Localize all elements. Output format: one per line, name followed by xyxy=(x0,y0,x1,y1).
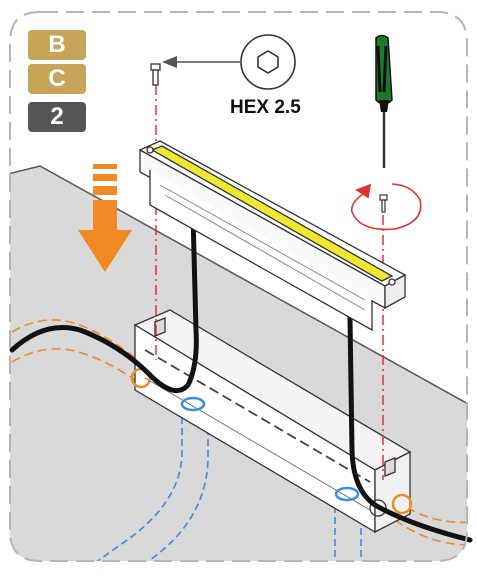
hex-tool-label: HEX 2.5 xyxy=(230,97,301,118)
screw-icon-right xyxy=(379,194,388,213)
screw-icon xyxy=(150,63,161,86)
recessed-housing xyxy=(133,309,412,534)
step-number-badge: 2 xyxy=(28,102,86,132)
power-cable xyxy=(9,212,199,394)
frame-border xyxy=(9,11,468,562)
clockwise-rotation-icon xyxy=(350,183,422,231)
pipe-port-right xyxy=(334,486,360,502)
hex-socket-icon xyxy=(240,34,296,90)
screwdriver-icon xyxy=(375,34,393,168)
cable-gland-right xyxy=(391,493,413,515)
pipe-port-left xyxy=(180,396,206,412)
down-arrow-icon xyxy=(78,164,132,272)
step-badge-c: C xyxy=(28,64,86,94)
step-badge-b: B xyxy=(28,30,86,60)
led-fixture xyxy=(138,140,407,332)
power-cable-right xyxy=(347,315,473,543)
alignment-guides xyxy=(155,85,384,480)
